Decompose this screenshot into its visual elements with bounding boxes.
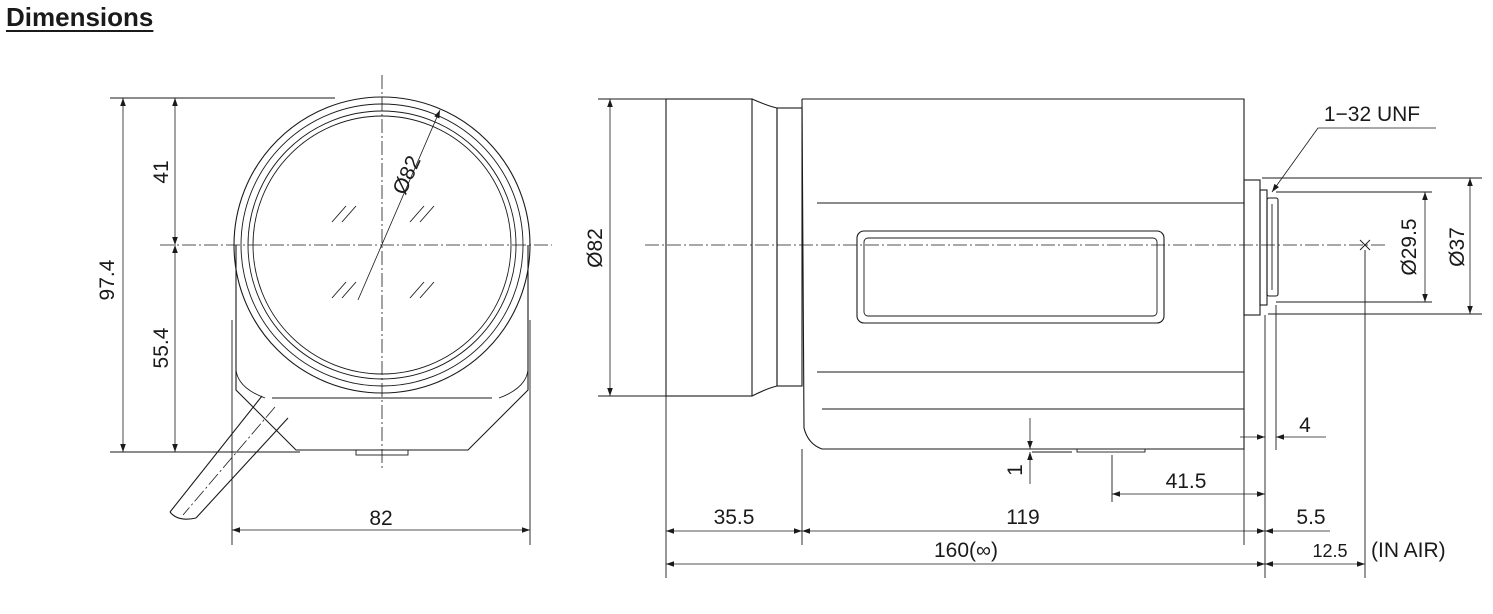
front-ring-3 <box>247 110 517 380</box>
front-diameter-label: Ø82 <box>389 152 426 198</box>
side-main-body <box>801 98 1245 450</box>
front-cable-end <box>169 511 197 520</box>
front-cable-upper <box>169 395 263 513</box>
thread-leader <box>1271 127 1319 193</box>
side-bottom-tab <box>1076 448 1146 453</box>
dim-97-4-label: 97.4 <box>96 259 119 300</box>
side-front-cap <box>665 98 753 397</box>
side-view: Ø82 1−32 UNF Ø29.5 Ø37 4 1 41.5 35.5 119… <box>584 98 1482 578</box>
front-cable-centerline <box>182 406 276 516</box>
front-glass <box>252 115 512 375</box>
dim-41-label: 41 <box>150 160 173 183</box>
dim-4-label: 4 <box>1299 414 1311 437</box>
side-mount-flange <box>1243 179 1261 316</box>
focal-point-mark-b <box>1359 239 1371 251</box>
front-housing-right-inner <box>498 320 529 399</box>
dim-35-5-label: 35.5 <box>714 506 755 529</box>
dim-160-label: 160(∞) <box>934 539 998 562</box>
front-diameter-leader <box>357 109 441 301</box>
page-title: Dimensions <box>6 2 154 32</box>
dim-119-label: 119 <box>1006 506 1039 529</box>
thread-label: 1−32 UNF <box>1324 103 1420 126</box>
side-taper-ring <box>751 98 778 397</box>
dim-12-5-label: 12.5 <box>1312 541 1347 561</box>
front-outer-ring <box>233 96 531 394</box>
front-housing-left-inner <box>235 320 266 399</box>
side-window-outer <box>856 230 1165 324</box>
dim-55-4-label: 55.4 <box>150 327 173 368</box>
front-cable-lower <box>195 417 289 519</box>
dim-82-label: 82 <box>369 507 392 530</box>
dim-1-label: 1 <box>1004 464 1027 476</box>
in-air-label: (IN AIR) <box>1371 539 1446 562</box>
dim-5-5-label: 5.5 <box>1296 506 1325 529</box>
front-view: Ø82 97.4 41 55.4 82 <box>96 75 552 545</box>
dim-29-5-label: Ø29.5 <box>1398 218 1421 275</box>
glass-hatch-marks <box>331 205 435 299</box>
side-c-mount-thread <box>1266 197 1279 297</box>
dim-41-5-label: 41.5 <box>1166 470 1207 493</box>
dim-37-label: Ø37 <box>1446 227 1469 267</box>
side-window-inner <box>863 237 1158 317</box>
dim-side-82-label: Ø82 <box>584 228 607 268</box>
side-mount-step <box>1259 189 1268 306</box>
side-ring <box>776 107 803 387</box>
front-ring-2 <box>240 103 524 387</box>
front-mount-tab <box>355 449 409 456</box>
